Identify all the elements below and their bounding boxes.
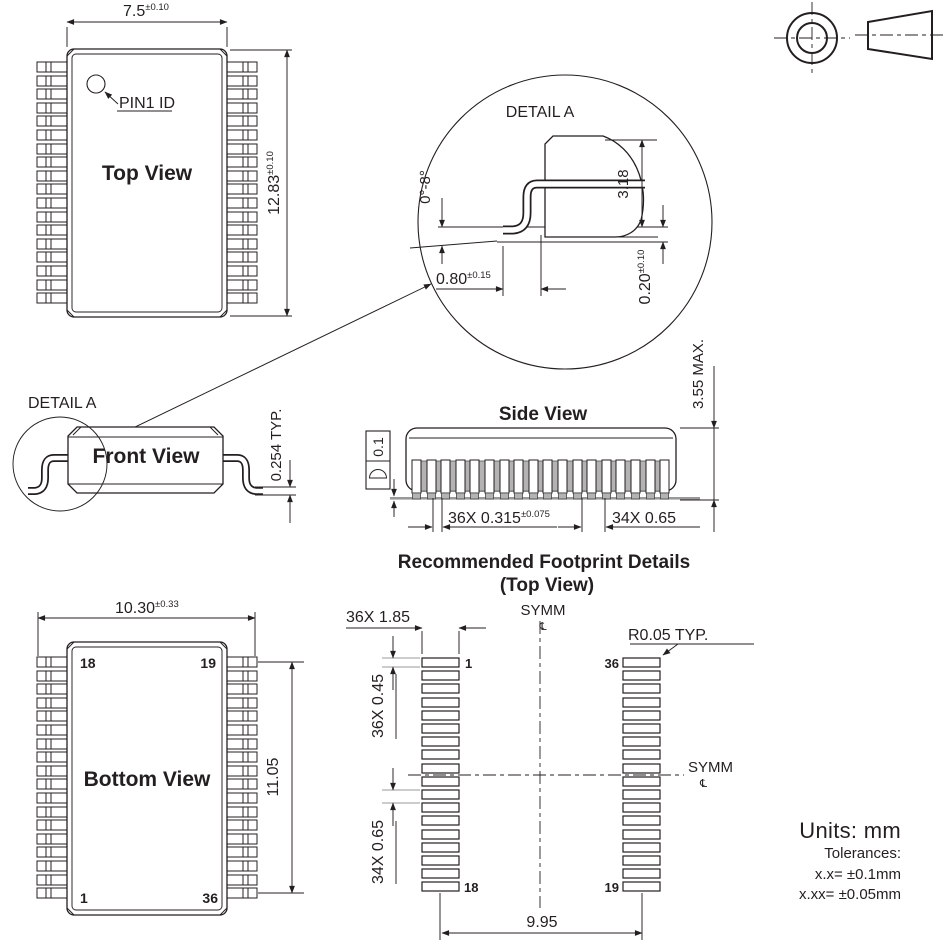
front-view-detail-circle xyxy=(12,416,108,512)
corner-pin-1: 1 xyxy=(80,890,88,906)
footprint-pad-width-dimension: 36X 0.45 xyxy=(370,636,420,739)
bottom-view-width-dimension: 10.30±0.33 xyxy=(37,599,256,656)
footprint-title: Recommended Footprint Details xyxy=(398,552,690,573)
detail-a-circle xyxy=(417,74,713,370)
svg-text:0.254 TYP.: 0.254 TYP. xyxy=(268,409,285,482)
detail-a-title: DETAIL A xyxy=(506,104,575,121)
projection-cone-icon xyxy=(867,9,933,61)
centerline-symbol-right: ℄ xyxy=(699,777,707,790)
svg-text:0.20±0.10: 0.20±0.10 xyxy=(636,250,654,305)
svg-text:36X 1.85: 36X 1.85 xyxy=(346,609,410,626)
svg-text:0°-8°: 0°-8° xyxy=(417,170,434,204)
pin1-indicator-dot xyxy=(86,74,106,94)
footprint-subtitle: (Top View) xyxy=(500,575,594,596)
svg-text:10.30±0.33: 10.30±0.33 xyxy=(115,599,179,617)
side-view-max-height-dimension: 3.55 MAX. xyxy=(680,339,719,532)
detail-a-angle-dimension: 0°-8° xyxy=(417,170,445,264)
bottom-view-body xyxy=(66,641,228,916)
svg-text:9.95: 9.95 xyxy=(526,914,557,931)
detail-a-leader-arrow xyxy=(101,283,432,444)
corner-pin-18: 18 xyxy=(80,655,96,671)
svg-text:36X 0.315±0.075: 36X 0.315±0.075 xyxy=(448,509,550,527)
tolerance-line-2: x.xx= ±0.05mm xyxy=(799,886,901,903)
bottom-view-title: Bottom View xyxy=(84,768,211,791)
svg-text:7.5±0.10: 7.5±0.10 xyxy=(123,2,169,20)
footprint-corner-radius-callout: R0.05 TYP. xyxy=(628,627,754,656)
corner-pin-19: 19 xyxy=(200,655,216,671)
top-view-height-dimension: 12.83±0.10 xyxy=(230,49,292,317)
footprint-left-pads xyxy=(422,658,459,891)
units-note: Units: mm xyxy=(799,818,901,843)
svg-text:36X 0.45: 36X 0.45 xyxy=(370,674,387,738)
top-view-body xyxy=(66,48,228,318)
top-view-right-pins xyxy=(227,62,257,303)
top-view: PIN1 ID Top View 7.5±0.10 12.83±0.10 xyxy=(37,2,292,318)
bottom-view-right-pins xyxy=(227,657,257,898)
detail-a-foot-dimension: 0.80±0.15 xyxy=(436,235,566,296)
side-view-pitch-dimension: 34X 0.65 xyxy=(558,498,700,532)
svg-text:34X 0.65: 34X 0.65 xyxy=(612,510,676,527)
front-view-title: Front View xyxy=(93,445,201,468)
detail-a-height-dimension: 3.18 xyxy=(605,139,657,228)
tolerances-title: Tolerances: xyxy=(824,845,901,862)
pad-number-18: 18 xyxy=(464,880,478,895)
side-view-pins xyxy=(412,460,669,499)
front-view-body xyxy=(67,426,224,494)
footprint-right-pads xyxy=(623,658,660,891)
footprint-pitch-dimension: 34X 0.65 xyxy=(370,768,420,884)
surface-profile-icon xyxy=(369,469,387,479)
side-view-lead-width-dimension: 36X 0.315±0.075 xyxy=(408,498,557,532)
profile-tolerance-value: 0.1 xyxy=(370,437,386,457)
third-angle-projection-symbol xyxy=(774,2,946,74)
centerline-symbol-top: ℄ xyxy=(538,620,546,633)
svg-text:34X 0.65: 34X 0.65 xyxy=(370,820,387,884)
corner-pin-36: 36 xyxy=(202,890,218,906)
detail-a-standoff-dimension: 0.20±0.10 xyxy=(636,205,666,305)
top-view-left-pins xyxy=(37,62,67,303)
pad-number-36: 36 xyxy=(605,656,619,671)
pad-number-1: 1 xyxy=(465,656,472,671)
top-view-title: Top View xyxy=(102,162,193,185)
tolerance-line-1: x.x= ±0.1mm xyxy=(815,866,901,883)
footprint-pad-length-dimension: 36X 1.85 xyxy=(346,609,486,654)
bottom-view: 18 19 1 36 Bottom View 10.30±0.33 11.05 xyxy=(37,599,304,916)
footprint-span-dimension: 9.95 xyxy=(439,893,643,940)
svg-text:0.80±0.15: 0.80±0.15 xyxy=(436,270,491,288)
bottom-view-left-pins xyxy=(37,657,67,898)
svg-text:3.18: 3.18 xyxy=(615,169,632,198)
notes-block: Units: mm Tolerances: x.x= ±0.1mm x.xx= … xyxy=(799,818,901,903)
symm-right-label: SYMM xyxy=(688,759,733,776)
svg-text:12.83±0.10: 12.83±0.10 xyxy=(265,151,283,215)
pin1-leader-arrow xyxy=(104,91,119,105)
pin1-label: PIN1 ID xyxy=(119,95,175,112)
svg-text:R0.05 TYP.: R0.05 TYP. xyxy=(628,627,708,644)
front-view-foot-thickness-dimension: 0.254 TYP. xyxy=(255,409,296,523)
bottom-view-lead-span-dimension: 11.05 xyxy=(258,661,304,894)
svg-text:11.05: 11.05 xyxy=(265,757,282,796)
svg-text:3.55 MAX.: 3.55 MAX. xyxy=(690,339,707,409)
symm-top-label: SYMM xyxy=(521,602,566,619)
detail-a-view: DETAIL A 0°-8° 3.18 0.80±0.15 xyxy=(409,74,713,370)
footprint-view: Recommended Footprint Details (Top View)… xyxy=(346,552,754,940)
profile-tolerance-frame: 0.1 xyxy=(365,430,391,490)
pad-number-19: 19 xyxy=(605,880,619,895)
side-view: Side View 0.1 36X 0.315±0.075 34X 0.65 xyxy=(365,339,719,532)
front-view: DETAIL A Front View 0.254 TYP. xyxy=(12,395,296,523)
side-view-title: Side View xyxy=(499,404,588,425)
front-view-detail-label: DETAIL A xyxy=(28,395,97,412)
top-view-width-dimension: 7.5±0.10 xyxy=(66,2,228,47)
